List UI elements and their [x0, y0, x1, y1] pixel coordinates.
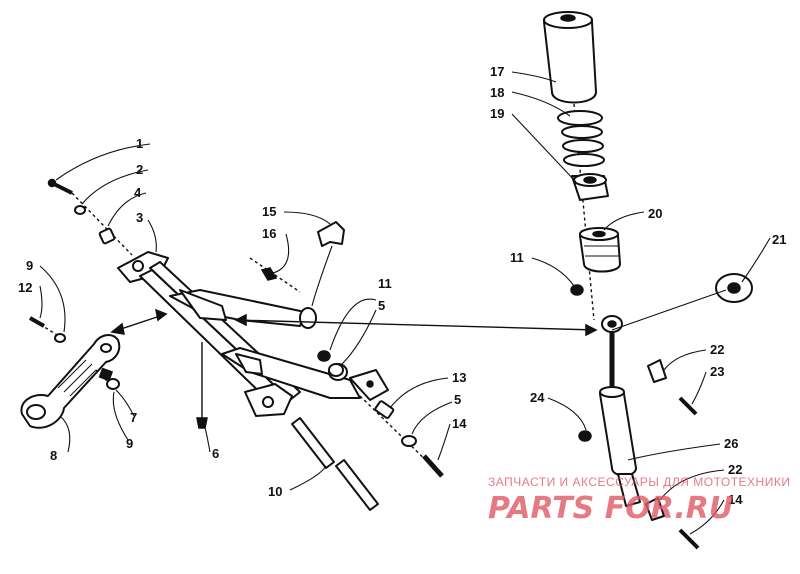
shaft-10: [291, 417, 379, 511]
reference-arrow-left: [110, 308, 168, 335]
callout-11-right: 11: [510, 250, 524, 265]
bolt-12: [29, 316, 45, 328]
callout-16: 16: [262, 226, 276, 241]
nut-11-left: [317, 350, 331, 362]
callout-13: 13: [452, 370, 466, 385]
watermark-caption: ЗАПЧАСТИ И АКСЕССУАРЫ ДЛЯ МОТОТЕХНИКИ: [488, 475, 790, 489]
callout-20: 20: [648, 206, 662, 221]
washer-2: [74, 205, 86, 215]
callout-7: 7: [130, 410, 137, 425]
bushing-13: [374, 400, 395, 419]
watermark-brand: PARTS FOR.RU: [488, 491, 733, 526]
washer-9-upper: [54, 333, 66, 343]
nut-7: [98, 367, 114, 382]
callout-10: 10: [268, 484, 282, 499]
callout-14-right: 14: [728, 492, 743, 507]
washer-9-lower: [106, 378, 120, 390]
shock-boot-17: [543, 11, 597, 104]
callout-9-top: 9: [26, 258, 33, 273]
callout-12: 12: [18, 280, 32, 295]
callout-15: 15: [262, 204, 276, 219]
washer-5-upper: [328, 363, 344, 377]
callout-17: 17: [490, 64, 504, 79]
link-arm-8: [20, 334, 121, 429]
leader-lines: [39, 71, 771, 535]
callout-3: 3: [136, 210, 143, 225]
callout-6: 6: [212, 446, 219, 461]
grease-fitting-6: [196, 417, 208, 429]
callout-14-left: 14: [452, 416, 467, 431]
callout-19: 19: [490, 106, 504, 121]
callout-18: 18: [490, 85, 504, 100]
callout-5-upper: 5: [378, 298, 385, 313]
callout-9-bottom: 9: [126, 436, 133, 451]
callout-8: 8: [50, 448, 57, 463]
reference-arrow-right: [234, 313, 598, 337]
callout-5-lower: 5: [454, 392, 461, 407]
callout-4: 4: [134, 185, 142, 200]
callout-22-lower: 22: [728, 462, 742, 477]
callout-labels: 1 2 4 3 9 12 7 9 8 15 16 6 10 11 5 13 5 …: [18, 64, 786, 507]
watermark: ЗАПЧАСТИ И АКСЕССУАРЫ ДЛЯ МОТОТЕХНИКИ PA…: [488, 475, 790, 526]
mount-plate-21: [715, 273, 753, 303]
bolt-23: [678, 396, 698, 416]
bolt-14-right: [678, 528, 700, 550]
bump-stop-20: [579, 227, 621, 273]
callout-23: 23: [710, 364, 724, 379]
callout-21: 21: [772, 232, 786, 247]
bolt-1: [47, 178, 73, 195]
nut-24: [578, 430, 592, 442]
callout-24: 24: [530, 390, 545, 405]
washer-5-lower: [401, 435, 417, 447]
shock-eye-top: [601, 315, 623, 388]
spring-19: [561, 125, 605, 167]
callout-11-left: 11: [378, 276, 392, 291]
shock-body-26: [599, 386, 641, 507]
callout-2: 2: [136, 162, 143, 177]
callout-1: 1: [136, 136, 143, 151]
bushing-halves-15: [317, 221, 345, 247]
spacer-22-upper: [647, 359, 667, 383]
nut-11-right: [570, 284, 584, 296]
callout-26: 26: [724, 436, 738, 451]
bushing-4: [98, 227, 116, 245]
a-arm-frame: [117, 251, 389, 417]
spring-seat-18: [557, 110, 603, 126]
collar-nut: [571, 173, 609, 201]
callout-22-upper: 22: [710, 342, 724, 357]
bolt-14-left: [422, 454, 444, 478]
spacer-22-lower: [645, 497, 665, 521]
